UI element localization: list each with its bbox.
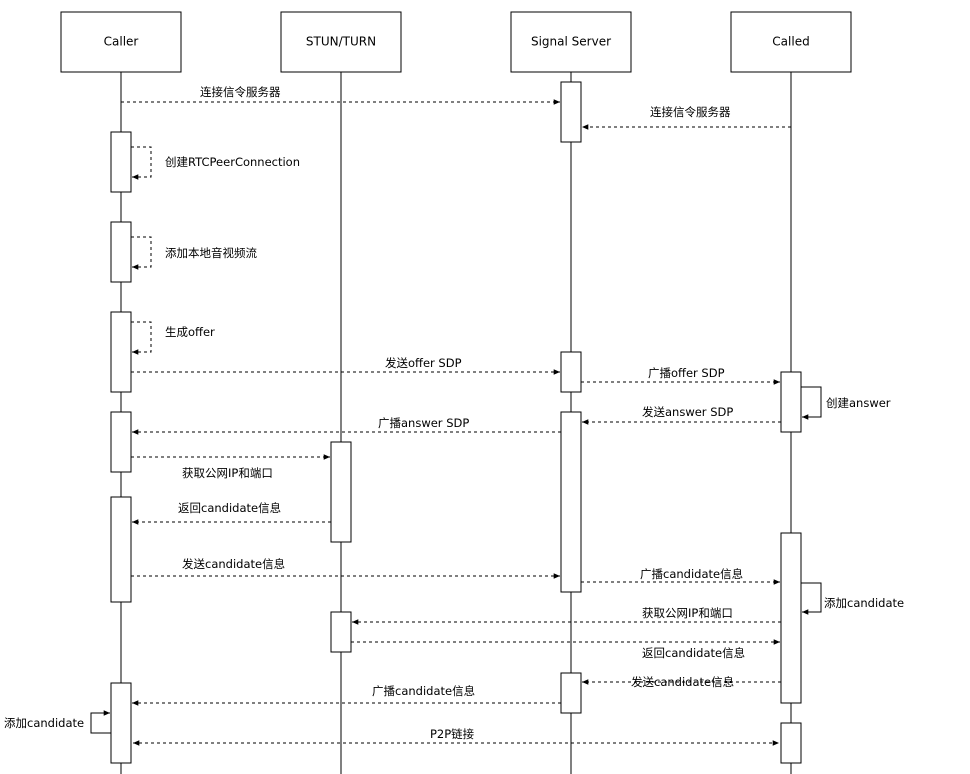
- activation-called: [780, 532, 802, 704]
- message-label: P2P链接: [430, 727, 475, 741]
- message-arrow[interactable]: 连接信令服务器: [582, 105, 791, 130]
- participant-stun[interactable]: STUN/TURN: [280, 11, 402, 73]
- participant-label: Caller: [104, 35, 139, 49]
- message-label: 连接信令服务器: [650, 105, 731, 119]
- message-label: 创建answer: [826, 396, 891, 410]
- message-label: 广播answer SDP: [378, 416, 469, 430]
- self-message-arrow[interactable]: 添加candidate: [801, 582, 904, 615]
- participant-label: Called: [772, 35, 809, 49]
- message-arrow[interactable]: 广播offer SDP: [581, 366, 780, 385]
- message-arrow[interactable]: 返回candidate信息: [351, 639, 780, 660]
- message-label: 生成offer: [165, 325, 215, 339]
- message-label: 连接信令服务器: [200, 85, 281, 99]
- message-label: 创建RTCPeerConnection: [165, 155, 300, 169]
- activation-stun: [330, 611, 352, 653]
- message-label: 获取公网IP和端口: [182, 466, 273, 480]
- participant-label: STUN/TURN: [306, 35, 376, 49]
- message-arrow[interactable]: 广播candidate信息: [132, 684, 561, 706]
- participant-called[interactable]: Called: [730, 11, 852, 73]
- message-arrow[interactable]: 发送offer SDP: [131, 356, 560, 375]
- message-label: 返回candidate信息: [178, 501, 281, 515]
- activation-called: [780, 722, 802, 764]
- activation-caller: [110, 311, 132, 393]
- message-label: 广播offer SDP: [648, 366, 725, 380]
- self-message-arrow[interactable]: 生成offer: [131, 321, 215, 355]
- participant-caller[interactable]: Caller: [60, 11, 182, 73]
- message-label: 广播candidate信息: [372, 684, 475, 698]
- message-arrow[interactable]: 连接信令服务器: [121, 85, 560, 105]
- message-arrow[interactable]: 广播candidate信息: [581, 567, 780, 585]
- message-arrow[interactable]: P2P链接: [133, 727, 779, 746]
- message-label: 获取公网IP和端口: [642, 606, 733, 620]
- message-label: 发送offer SDP: [385, 356, 462, 370]
- activation-caller: [110, 682, 132, 764]
- message-arrow[interactable]: 获取公网IP和端口: [131, 454, 330, 480]
- message-arrow[interactable]: 广播answer SDP: [132, 416, 561, 435]
- messages: 连接信令服务器 连接信令服务器 创建RTCPeerConnection 添加本地…: [4, 85, 904, 746]
- message-arrow[interactable]: 返回candidate信息: [132, 501, 331, 525]
- message-label: 返回candidate信息: [642, 646, 745, 660]
- activation-caller: [110, 411, 132, 473]
- message-label: 发送answer SDP: [642, 405, 733, 419]
- activation-signal: [560, 81, 582, 143]
- self-message-arrow[interactable]: 创建RTCPeerConnection: [131, 146, 300, 180]
- message-label: 发送candidate信息: [631, 675, 734, 689]
- self-message-arrow[interactable]: 创建answer: [801, 386, 891, 420]
- activation-signal: [560, 672, 582, 714]
- activation-caller: [110, 131, 132, 193]
- message-arrow[interactable]: 获取公网IP和端口: [352, 606, 781, 625]
- message-label: 添加本地音视频流: [165, 246, 257, 260]
- participant-signal[interactable]: Signal Server: [510, 11, 632, 73]
- self-message-arrow[interactable]: 添加candidate: [4, 710, 111, 734]
- self-message-arrow[interactable]: 添加本地音视频流: [131, 236, 257, 270]
- activation-signal: [560, 411, 582, 593]
- activation-called: [780, 371, 802, 433]
- activation-stun: [330, 441, 352, 543]
- message-arrow[interactable]: 发送answer SDP: [582, 405, 781, 425]
- message-label: 添加candidate: [824, 596, 904, 610]
- activation-caller: [110, 221, 132, 283]
- activation-signal: [560, 351, 582, 393]
- activations: [110, 81, 802, 764]
- message-arrow[interactable]: 发送candidate信息: [582, 675, 781, 689]
- message-label: 发送candidate信息: [182, 557, 285, 571]
- participant-label: Signal Server: [531, 35, 611, 49]
- message-arrow[interactable]: 发送candidate信息: [131, 557, 560, 579]
- message-label: 广播candidate信息: [640, 567, 743, 581]
- message-label: 添加candidate: [4, 716, 84, 730]
- activation-caller: [110, 496, 132, 603]
